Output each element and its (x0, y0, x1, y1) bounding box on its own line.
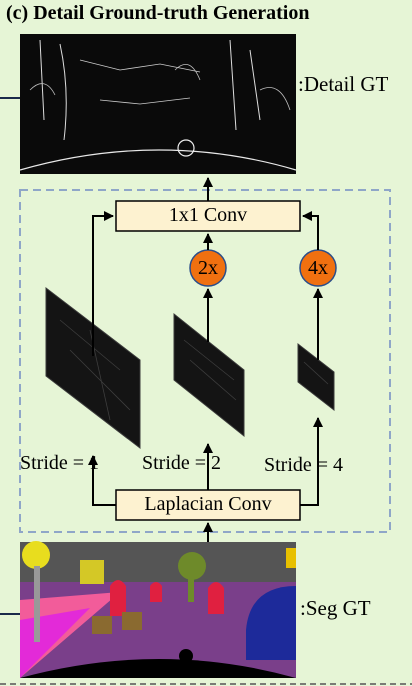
arrow-laplacian-to-map1 (88, 455, 116, 506)
stride-2-label: Stride = 2 (142, 452, 222, 474)
feature-map-stride-4 (297, 342, 335, 412)
arrow-map1-to-conv1x1 (92, 211, 114, 356)
detail-gt-image (19, 34, 297, 174)
laplacian-conv-label: Laplacian Conv (144, 493, 272, 515)
upsample-2x-label: 2x (198, 257, 218, 279)
module-dashed-border (19, 189, 391, 533)
stride-1-label: Stride = 1 (20, 452, 100, 474)
laplacian-conv-box (115, 489, 301, 521)
detail-gt-label: :Detail GT (298, 72, 389, 96)
conv1x1-box (115, 200, 301, 232)
upsample-4x-label: 4x (308, 257, 328, 279)
figure-title: (c) Detail Ground-truth Generation (6, 2, 310, 24)
seg-gt-label: :Seg GT (300, 596, 371, 620)
arrow-laplacian-to-map4 (300, 417, 323, 506)
arrow-4x-to-conv1x1 (302, 211, 319, 250)
feature-map-stride-2 (173, 312, 245, 438)
conv1x1-label: 1x1 Conv (168, 204, 248, 226)
feature-map-stride-1 (45, 286, 141, 450)
stride-4-label: Stride = 4 (264, 454, 344, 476)
seg-gt-image (20, 541, 296, 678)
